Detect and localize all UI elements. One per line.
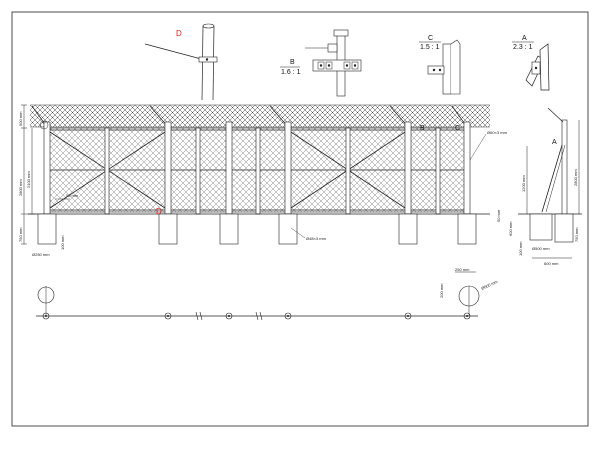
dim-gap: 50 mm (66, 193, 79, 198)
detail-d-post-top (202, 23, 215, 29)
barbed-wire-coil (30, 105, 490, 127)
dim-embed: 100 mm (60, 235, 65, 250)
detail-c-scale: 1.5 : 1 (420, 44, 440, 51)
dim-post-dia: Ø250 mm (32, 252, 50, 257)
footing-plan (42, 312, 50, 320)
detail-b-scale: 1.6 : 1 (281, 69, 301, 76)
plan-dim-250: 250 mm (455, 267, 470, 272)
dim-post: Ø60×3 mm (487, 130, 508, 135)
detail-a: A 2.3 : 1 (512, 35, 550, 91)
detail-b: B 1.6 : 1 (280, 29, 362, 97)
side-dim-600: 600 mm (508, 221, 513, 236)
detail-d: D (144, 23, 218, 101)
concrete-footing (37, 213, 57, 245)
plan-dim-dia: Ø600 mm (480, 279, 499, 291)
drawing-frame (11, 11, 589, 427)
detail-c: C 1.5 : 1 (419, 35, 461, 95)
dim-top: 500 mm (18, 111, 23, 126)
front-elevation: B C D 500 mm 2800 mm 2100 mm 750 mm 100 … (18, 104, 508, 257)
plan-view: 250 mm 200 mm Ø600 mm (36, 267, 499, 321)
side-view: A 1200 mm 2800 mm 50 mm 600 mm 750 mm 10… (496, 107, 582, 266)
detail-d-label: D (176, 29, 182, 38)
dim-fence: 2100 mm (26, 171, 31, 188)
fence-post (43, 121, 51, 215)
detail-c-bracket (427, 65, 445, 75)
dim-tube: Ø48×3 mm (306, 236, 327, 241)
callout-b: B (420, 125, 425, 132)
dim-footing: 750 mm (18, 227, 23, 242)
detail-a-scale: 2.3 : 1 (513, 44, 533, 51)
callout-d: D (156, 207, 162, 216)
callout-c: C (455, 125, 460, 132)
plan-dim-200: 200 mm (439, 283, 444, 298)
detail-a-label: A (522, 35, 527, 42)
side-post (561, 119, 568, 216)
side-dim-brace: 1200 mm (521, 175, 526, 192)
side-dim-footing: 750 mm (574, 227, 579, 242)
side-brace (541, 144, 563, 213)
detail-d-wire (144, 43, 206, 61)
dim-total: 2800 mm (18, 179, 23, 196)
side-dim-width: 600 mm (544, 261, 559, 266)
detail-b-bracket (312, 59, 362, 72)
detail-b-label: B (290, 59, 295, 66)
side-dim-low: 50 mm (496, 209, 501, 222)
detail-c-label: C (428, 35, 433, 42)
side-dim-100: 100 mm (518, 241, 523, 256)
callout-a: A (552, 139, 557, 146)
side-dim-total: 2800 mm (573, 169, 578, 186)
side-dim-foot-dia: Ø500 mm (532, 246, 550, 251)
